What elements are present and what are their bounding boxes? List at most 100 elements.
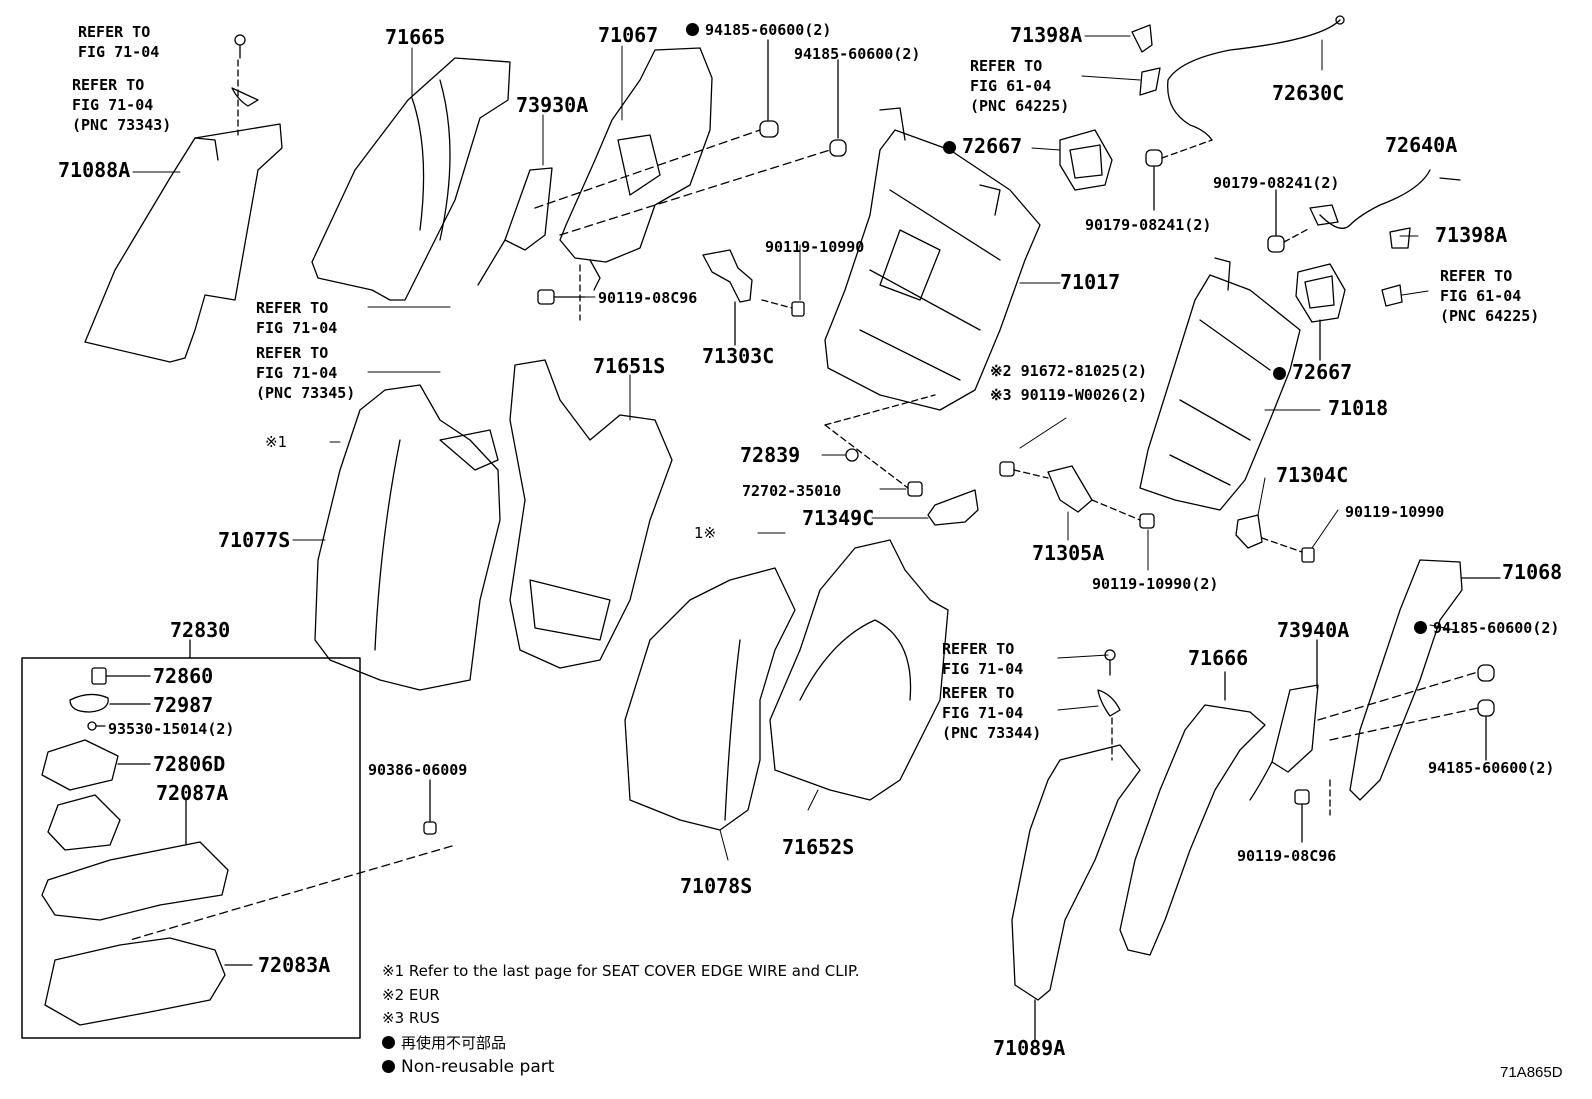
part-71652S-pad: [769, 539, 949, 801]
footnote-1: ※1 Refer to the last page for SEAT COVER…: [382, 962, 860, 980]
part-71078S-cover: [624, 567, 796, 831]
callout-refer-fig-71-04-b: REFER TO FIG 71-04: [256, 299, 338, 337]
part-label-94185-c: 94185-60600(2): [1414, 618, 1559, 638]
part-label-71067: 71067: [598, 23, 659, 47]
part-bolt-top-left: [231, 34, 259, 136]
callout-refer-fig-61-04-b: REFER TO FIG 61-04 (PNC 64225): [1440, 267, 1540, 325]
part-label-71652S: 71652S: [782, 835, 855, 859]
part-label-71304C: 71304C: [1276, 463, 1349, 487]
part-label-71651S: 71651S: [593, 354, 666, 378]
part-71398A-clip-right: [1381, 227, 1411, 307]
part-71651S-pad: [509, 359, 673, 669]
part-label-71398A-top: 71398A: [1010, 23, 1083, 47]
part-71305A-bracket: [999, 461, 1155, 529]
part-72860-clip: [91, 667, 151, 685]
part-bolt-90119-08C96-right: [1294, 779, 1331, 843]
non-reusable-dot: [382, 1060, 395, 1073]
note-ref-1-left: ※1: [265, 433, 288, 451]
non-reusable-dot: [382, 1036, 395, 1049]
part-label-72087A: 72087A: [156, 781, 229, 805]
part-71666-trim: [1119, 671, 1266, 956]
part-label-71018: 71018: [1328, 396, 1389, 420]
callout-refer-fig-71-04-pnc73345: REFER TO FIG 71-04 (PNC 73345): [256, 344, 356, 402]
part-label-91672: ※2 91672-81025(2): [990, 362, 1148, 380]
part-71077S-cover: [314, 384, 501, 691]
part-94185-nuts-lower: [1317, 664, 1495, 761]
part-72667-lock-b: [1295, 263, 1346, 361]
part-label-90119-10990-b: 90119-10990: [1345, 503, 1445, 521]
part-label-90119-W0026: ※3 90119-W0026(2): [990, 386, 1148, 404]
part-label-90119-10990-a: 90119-10990: [765, 238, 865, 256]
part-label-93530: 93530-15014(2): [108, 720, 235, 738]
non-reusable-dot: [1273, 367, 1286, 380]
part-72839-cap: [824, 394, 936, 489]
part-label-90386: 90386-06009: [368, 761, 468, 779]
part-label-72640A: 72640A: [1385, 133, 1458, 157]
part-bolt-90119-08C96-left: [537, 264, 586, 321]
part-label-72830: 72830: [170, 618, 231, 642]
callout-refer-fig-71-04-c: REFER TO FIG 71-04: [942, 640, 1024, 678]
part-71017-frame: [824, 107, 1041, 411]
callout-refer-fig-71-04-a: REFER TO FIG 71-04: [78, 23, 160, 61]
part-72630C-cable: [1167, 15, 1345, 141]
part-90179-nut-a: [1145, 139, 1213, 211]
armrest-assy-box: [21, 657, 361, 1039]
part-72667-lock-a: [1059, 129, 1113, 191]
part-71018-frame: [1139, 257, 1301, 511]
non-reusable-dot: [943, 141, 956, 154]
non-reusable-dot: [1414, 621, 1427, 634]
part-71089A-panel: [1011, 744, 1141, 1041]
part-71088A-panel: [84, 123, 283, 363]
part-label-71303C: 71303C: [702, 344, 775, 368]
part-72083A-base: [44, 937, 253, 1026]
part-72806D-lid: [41, 739, 151, 791]
part-label-71088A: 71088A: [58, 158, 131, 182]
part-label-71078S: 71078S: [680, 874, 753, 898]
part-73940A-airbag: [1249, 639, 1319, 801]
part-label-72860: 72860: [153, 664, 214, 688]
part-71067-bracket: [559, 47, 713, 291]
part-label-94185-a: 94185-60600(2): [686, 20, 831, 40]
part-90386-nut: [129, 779, 453, 941]
part-label-90119-08C96-b: 90119-08C96: [1237, 847, 1337, 865]
part-label-71089A: 71089A: [993, 1036, 1066, 1060]
part-71665-trim: [311, 57, 511, 301]
part-label-72083A: 72083A: [258, 953, 331, 977]
part-label-71017: 71017: [1060, 270, 1121, 294]
part-71398A-clip-top: [1131, 24, 1161, 96]
part-label-71349C: 71349C: [802, 506, 875, 530]
part-93530-screw: [87, 721, 106, 731]
leader-lines: [132, 35, 1501, 861]
part-label-90179-b: 90179-08241(2): [1085, 216, 1212, 234]
part-label-73940A: 73940A: [1277, 618, 1350, 642]
part-label-72667-a: 72667: [943, 136, 1022, 156]
part-label-71068: 71068: [1502, 560, 1563, 584]
part-label-73930A: 73930A: [516, 93, 589, 117]
part-72087A-armrest: [41, 794, 229, 921]
part-label-72987: 72987: [153, 693, 214, 717]
part-72640A-cable: [1267, 169, 1461, 253]
part-label-90119-10990-c: 90119-10990(2): [1092, 575, 1219, 593]
callout-refer-fig-71-04-pnc73343: REFER TO FIG 71-04 (PNC 73343): [72, 76, 172, 134]
part-71349C-cover: [927, 489, 979, 526]
part-71303C-hinge: [702, 249, 805, 346]
footnote-2: ※2 EUR: [382, 986, 440, 1004]
part-label-72630C: 72630C: [1272, 81, 1345, 105]
part-94185-nuts-top: [534, 39, 847, 236]
footnote-non-reusable-jp: 再使用不可部品: [382, 1032, 506, 1053]
callout-refer-fig-61-04-a: REFER TO FIG 61-04 (PNC 64225): [970, 57, 1070, 115]
part-label-71305A: 71305A: [1032, 541, 1105, 565]
part-label-72667-b: 72667: [1273, 362, 1352, 382]
diagram-id: 71A865D: [1500, 1064, 1563, 1081]
part-71304C-hinge: [1235, 514, 1315, 563]
footnote-non-reusable-en: Non-reusable part: [382, 1057, 554, 1077]
part-label-72839: 72839: [740, 443, 801, 467]
part-label-72702: 72702-35010: [742, 482, 842, 500]
part-label-71665: 71665: [385, 25, 446, 49]
footnote-3: ※3 RUS: [382, 1009, 440, 1027]
part-label-94185-b: 94185-60600(2): [794, 45, 921, 63]
part-label-71666: 71666: [1188, 646, 1249, 670]
part-72987-pad: [69, 693, 151, 713]
part-label-71398A-right: 71398A: [1435, 223, 1508, 247]
